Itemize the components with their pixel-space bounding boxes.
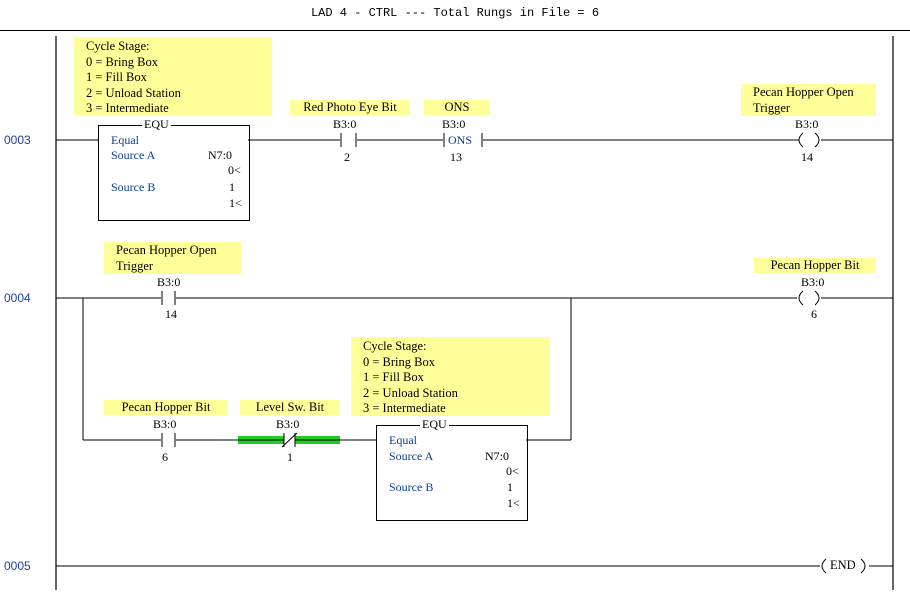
xio-comment: Level Sw. Bit bbox=[240, 400, 340, 415]
source-a-address[interactable]: N7:0 bbox=[208, 148, 232, 162]
output-coil-icon[interactable] bbox=[798, 290, 820, 306]
equ-instruction[interactable] bbox=[376, 425, 528, 521]
end-icon bbox=[821, 558, 866, 574]
equ-comment: Cycle Stage: 0 = Bring Box 1 = Fill Box … bbox=[351, 337, 550, 416]
comment-line: 2 = Unload Station bbox=[86, 85, 181, 100]
equ-instruction[interactable] bbox=[98, 125, 250, 221]
comment-line: 0 = Bring Box bbox=[363, 354, 435, 369]
source-b-value[interactable]: 1 bbox=[507, 480, 513, 494]
comment-line: Cycle Stage: bbox=[363, 339, 427, 353]
output-coil-icon[interactable] bbox=[797, 132, 820, 148]
ons-label: ONS bbox=[448, 133, 473, 147]
comment-line: 1 = Fill Box bbox=[86, 70, 147, 84]
ons-comment: ONS bbox=[424, 100, 490, 115]
xio-address[interactable]: B3:0 bbox=[276, 417, 300, 431]
ote-comment: Pecan Hopper Open Trigger bbox=[741, 84, 876, 116]
ons-icon[interactable] bbox=[443, 133, 483, 147]
equ-title: EQU bbox=[420, 417, 449, 431]
ote-address[interactable]: B3:0 bbox=[801, 275, 825, 289]
xic-bit: 14 bbox=[165, 307, 177, 321]
source-a-label: Source A bbox=[389, 449, 434, 463]
equ-line1: Equal bbox=[389, 433, 417, 447]
source-a-label: Source A bbox=[111, 148, 156, 162]
ote-address[interactable]: B3:0 bbox=[795, 117, 819, 131]
comment-line: Pecan Hopper Open bbox=[116, 243, 217, 257]
window-header: LAD 4 - CTRL --- Total Rungs in File = 6 bbox=[0, 0, 910, 31]
ons-address[interactable]: B3:0 bbox=[442, 117, 466, 131]
comment-line: Pecan Hopper Open bbox=[753, 85, 854, 99]
equ-line1: Equal bbox=[111, 133, 139, 147]
xic-bit: 6 bbox=[162, 450, 168, 464]
xic-address[interactable]: B3:0 bbox=[157, 275, 181, 289]
xic-branch-comment: Pecan Hopper Bit bbox=[104, 400, 228, 415]
equ-title: EQU bbox=[142, 117, 171, 131]
source-a-value: 0< bbox=[506, 464, 519, 478]
source-a-address[interactable]: N7:0 bbox=[485, 449, 509, 463]
comment-line: 3 = Intermediate bbox=[86, 101, 169, 115]
xic-bit: 2 bbox=[344, 150, 350, 164]
equ-comment: Cycle Stage: 0 = Bring Box 1 = Fill Box … bbox=[74, 37, 272, 115]
comment-line: 1 = Fill Box bbox=[363, 370, 424, 384]
rung-number[interactable]: 0005 bbox=[4, 559, 31, 573]
xic-contact-icon[interactable] bbox=[161, 291, 176, 305]
rung-number[interactable]: 0004 bbox=[4, 291, 31, 305]
xio-bit: 1 bbox=[287, 450, 293, 464]
source-a-value: 0< bbox=[228, 163, 241, 177]
ote-bit: 14 bbox=[801, 150, 813, 164]
rung-0004-wire bbox=[56, 297, 893, 441]
xic-contact-icon[interactable] bbox=[340, 133, 357, 147]
xic-contact-icon[interactable] bbox=[161, 433, 176, 447]
comment-line: Cycle Stage: bbox=[86, 39, 150, 53]
comment-line: 0 = Bring Box bbox=[86, 54, 158, 69]
comment-line: Trigger bbox=[116, 258, 154, 273]
source-b-value[interactable]: 1 bbox=[229, 180, 235, 194]
xio-contact-icon[interactable] bbox=[238, 432, 340, 448]
ons-bit: 13 bbox=[450, 150, 462, 164]
comment-line: 3 = Intermediate bbox=[363, 401, 446, 415]
source-b-label: Source B bbox=[389, 480, 434, 494]
source-b-value-2: 1< bbox=[229, 196, 242, 210]
source-b-label: Source B bbox=[111, 180, 156, 194]
end-label: END bbox=[830, 558, 856, 572]
xic-address[interactable]: B3:0 bbox=[153, 417, 177, 431]
xic-top-comment: Pecan Hopper Open Trigger bbox=[104, 242, 241, 274]
file-title: LAD 4 - CTRL --- Total Rungs in File = 6 bbox=[310, 6, 600, 20]
comment-line: Trigger bbox=[753, 100, 791, 115]
ote-comment: Pecan Hopper Bit bbox=[754, 258, 876, 273]
ote-bit: 6 bbox=[811, 307, 817, 321]
rung-number[interactable]: 0003 bbox=[4, 133, 31, 147]
red-photo-eye-comment: Red Photo Eye Bit bbox=[290, 100, 410, 115]
xic-address[interactable]: B3:0 bbox=[333, 117, 357, 131]
source-b-value-2: 1< bbox=[507, 496, 520, 510]
comment-line: 2 = Unload Station bbox=[363, 385, 458, 400]
